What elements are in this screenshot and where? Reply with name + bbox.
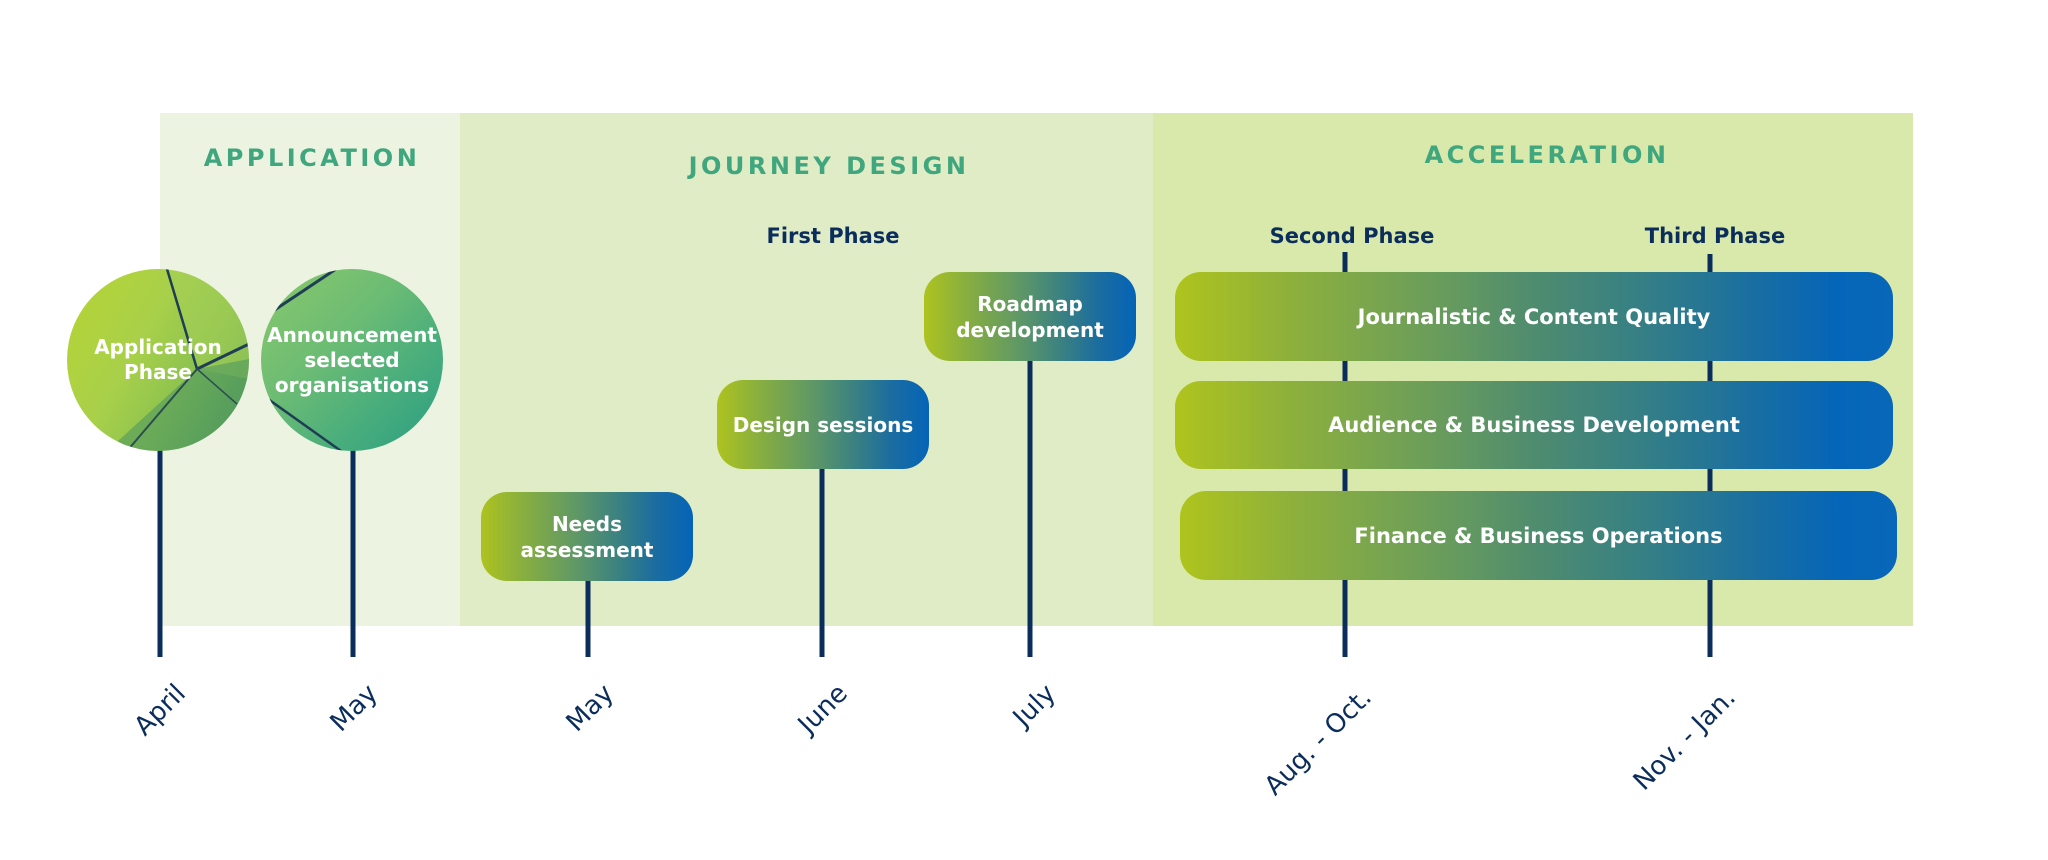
paper-fold-texture-icon	[107, 269, 249, 451]
timeline-stem-may-needs	[585, 575, 591, 657]
section-title-journey-design: JOURNEY DESIGN	[688, 152, 970, 180]
track-label-finance: Finance & Business Operations	[1354, 523, 1723, 548]
application-phase-milestone: Application Phase	[67, 269, 249, 451]
announcement-label: Announcement selected organisations	[261, 269, 443, 451]
timeline-stem-june	[819, 465, 825, 657]
track-label-audience: Audience & Business Development	[1328, 413, 1740, 437]
timeline-label-june: June	[792, 678, 854, 740]
announcement-milestone: Announcement selected organisations	[261, 269, 443, 451]
announcement-line1: Announcement	[267, 322, 437, 347]
paper-fold-texture-icon	[261, 269, 342, 451]
timeline-label-nov-jan: Nov. - Jan.	[1627, 682, 1742, 797]
timeline-stem-may-announcement	[350, 440, 356, 657]
phase-label-second: Second Phase	[1269, 224, 1435, 248]
timeline-label-may-2: May	[560, 678, 620, 738]
timeline-label-april: April	[128, 678, 192, 742]
track-label-journalistic: Journalistic & Content Quality	[1357, 304, 1711, 329]
section-title-application: APPLICATION	[203, 144, 421, 172]
roadmap-line2: development	[956, 317, 1104, 342]
track-bar-audience: Audience & Business Development	[1175, 381, 1893, 469]
roadmap-line1: Roadmap	[977, 291, 1083, 316]
timeline-stem-july	[1027, 355, 1033, 657]
track-bar-finance: Finance & Business Operations	[1180, 491, 1897, 580]
timeline-label-aug-oct: Aug. - Oct.	[1258, 682, 1378, 802]
roadmap-development-box: Roadmap development	[924, 272, 1136, 361]
design-sessions-box: Design sessions	[717, 380, 929, 469]
timeline-label-july: July	[1007, 678, 1062, 733]
application-phase-line2: Phase	[124, 360, 192, 384]
phase-label-first: First Phase	[766, 224, 900, 248]
design-sessions-label: Design sessions	[732, 412, 914, 437]
track-bar-journalistic: Journalistic & Content Quality	[1175, 272, 1893, 361]
phase-label-third: Third Phase	[1644, 224, 1786, 248]
timeline-label-may-1: May	[324, 678, 384, 738]
needs-assessment-line1: Needs	[551, 511, 623, 536]
timeline-stem-april	[157, 440, 163, 657]
announcement-line3: organisations	[274, 372, 430, 397]
section-title-acceleration: ACCELERATION	[1424, 141, 1670, 169]
application-phase-line1: Application	[94, 335, 222, 359]
application-phase-label: Application Phase	[67, 269, 249, 451]
announcement-line2: selected	[304, 347, 400, 372]
needs-assessment-line2: assessment	[520, 537, 654, 562]
needs-assessment-box: Needs assessment	[481, 492, 693, 581]
